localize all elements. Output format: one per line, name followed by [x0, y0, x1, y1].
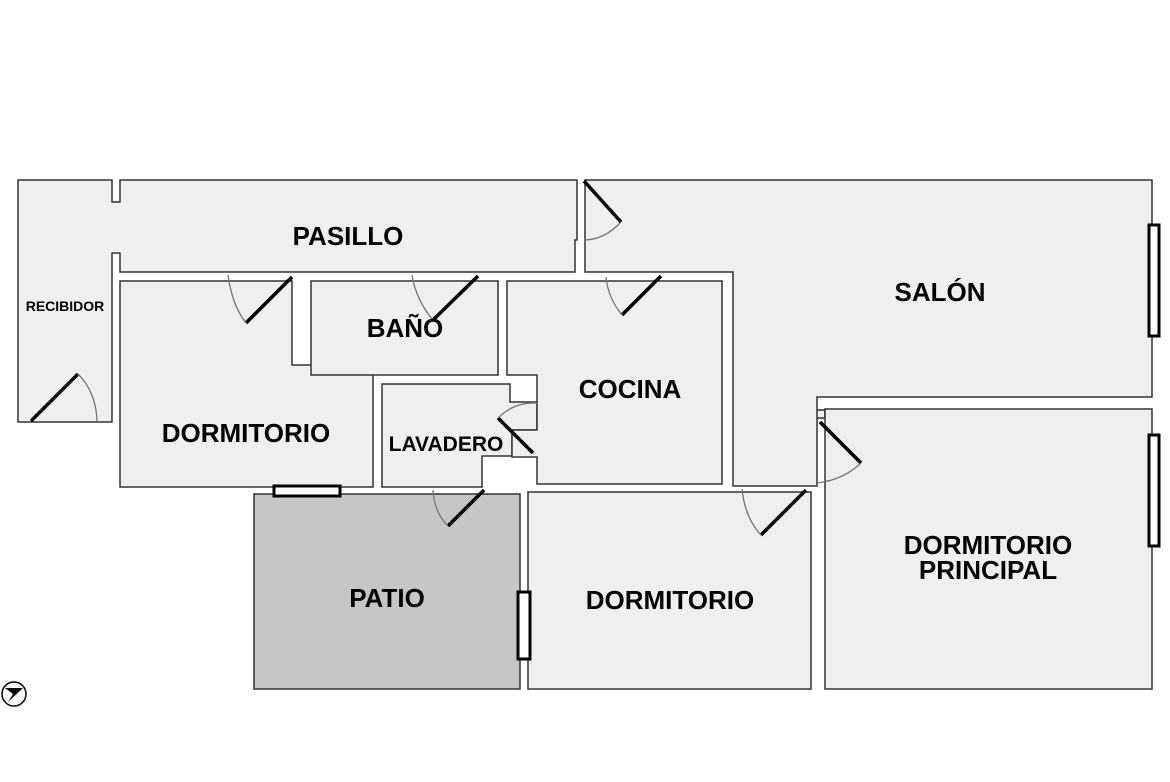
door-leaf: [431, 274, 480, 322]
door-leaf: [620, 274, 663, 317]
dormitorio-principal-room: [824, 408, 1153, 690]
door-leaf: [244, 275, 294, 325]
doors: [29, 179, 863, 537]
door-swing: [605, 276, 623, 316]
windows: [272, 223, 1161, 661]
label-recibidor: RECIBIDOR: [26, 298, 105, 314]
label-dormitorio-mid: DORMITORIO: [586, 585, 755, 615]
door-swing: [816, 462, 862, 484]
patio-area: [253, 493, 521, 690]
compass-north-arrow-icon: [1, 681, 27, 707]
recibidor-pasillo-area: [17, 179, 578, 423]
cocina-room: [506, 280, 723, 485]
window: [1147, 223, 1161, 338]
label-cocina: COCINA: [579, 374, 682, 404]
door-leaf: [582, 179, 623, 224]
door-swing: [411, 274, 434, 321]
door-swing: [497, 402, 538, 419]
door-swing: [77, 373, 98, 422]
bano-room: [310, 280, 499, 376]
label-pasillo: PASILLO: [293, 221, 404, 251]
label-patio: PATIO: [349, 583, 425, 613]
label-dormitorio-principal-2: PRINCIPAL: [919, 555, 1057, 585]
door-swing: [432, 489, 449, 527]
door-leaf: [759, 488, 808, 537]
label-lavadero: LAVADERO: [389, 433, 504, 456]
label-bano: BAÑO: [367, 313, 444, 343]
door-swing: [227, 274, 247, 324]
window: [272, 484, 342, 498]
door-leaf: [29, 372, 80, 423]
door-leaf: [496, 416, 535, 455]
label-dormitorio-principal-1: DORMITORIO: [904, 530, 1073, 560]
door-swing: [741, 488, 762, 536]
door-leaf: [818, 420, 863, 465]
window: [1147, 433, 1161, 548]
label-salon: SALÓN: [895, 277, 986, 307]
door-swing: [583, 221, 622, 241]
label-dormitorio-left: DORMITORIO: [162, 418, 331, 448]
door-leaf: [446, 488, 486, 528]
window: [516, 590, 532, 661]
